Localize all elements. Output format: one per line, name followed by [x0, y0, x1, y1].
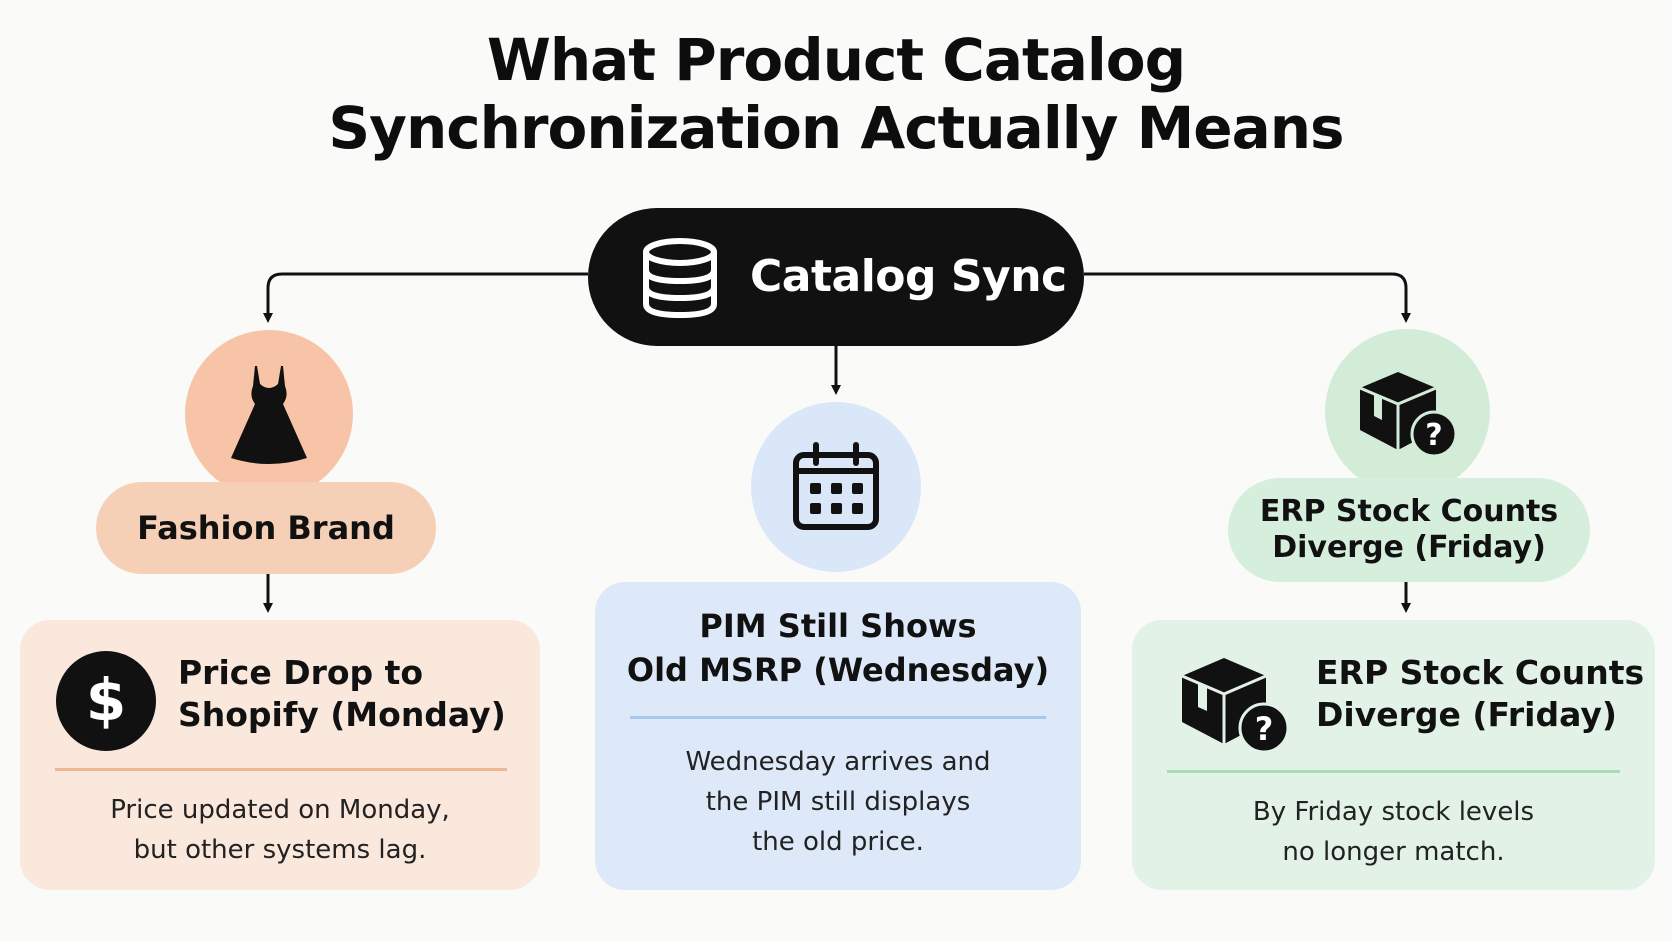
calendar-circle — [751, 402, 921, 572]
dress-icon — [231, 366, 307, 464]
arrow-hub-to-left — [263, 272, 588, 323]
svg-text:$: $ — [86, 666, 126, 734]
desc-line: Wednesday arrives and — [685, 747, 991, 777]
fashion-circle — [185, 330, 353, 498]
box-question-icon: ? — [1181, 658, 1290, 754]
hub-label: Catalog Sync — [750, 251, 1067, 302]
pill-line: Diverge (Friday) — [1272, 530, 1546, 565]
desc-line: no longer match. — [1282, 837, 1505, 867]
arrow-hub-to-right — [1084, 272, 1411, 323]
heading-line: Diverge (Friday) — [1316, 695, 1617, 734]
desc-line: the PIM still displays — [705, 787, 971, 817]
price-drop-card: $ Price Drop to Shopify (Monday) Price u… — [20, 620, 540, 890]
desc-line: but other systems lag. — [133, 835, 427, 865]
heading-line: PIM Still Shows — [699, 607, 977, 645]
heading-line: Old MSRP (Wednesday) — [626, 651, 1050, 689]
pim-description: Wednesday arrives and the PIM still disp… — [595, 742, 1081, 862]
title-line-2: Synchronization Actually Means — [328, 94, 1344, 162]
pim-card: PIM Still Shows Old MSRP (Wednesday) Wed… — [595, 582, 1081, 890]
price-drop-heading: Price Drop to Shopify (Monday) — [178, 652, 518, 736]
heading-line: Price Drop to — [178, 653, 424, 692]
heading-line: ERP Stock Counts — [1316, 653, 1645, 692]
desc-line: By Friday stock levels — [1252, 797, 1535, 827]
price-drop-description: Price updated on Monday, but other syste… — [20, 790, 540, 870]
desc-line: Price updated on Monday, — [110, 795, 450, 825]
erp-stock-card: ? ERP Stock Counts Diverge (Friday) By F… — [1132, 620, 1655, 890]
card-divider — [630, 716, 1046, 719]
catalog-sync-hub: Catalog Sync — [588, 208, 1084, 346]
dollar-icon: $ — [56, 651, 156, 751]
erp-stock-heading: ERP Stock Counts Diverge (Friday) — [1316, 652, 1646, 736]
stock-circle: ? — [1325, 329, 1490, 494]
calendar-icon — [793, 442, 879, 530]
erp-stock-description: By Friday stock levels no longer match. — [1132, 792, 1655, 872]
fashion-brand-pill: Fashion Brand — [96, 482, 436, 574]
pim-heading: PIM Still Shows Old MSRP (Wednesday) — [595, 604, 1081, 692]
card-divider — [55, 768, 507, 771]
desc-line: the old price. — [752, 827, 924, 857]
box-question-icon: ? — [1358, 371, 1457, 457]
heading-line: Shopify (Monday) — [178, 695, 506, 734]
svg-text:?: ? — [1425, 418, 1442, 453]
pill-line: ERP Stock Counts — [1259, 494, 1559, 529]
database-icon — [643, 238, 717, 319]
svg-text:?: ? — [1255, 710, 1274, 748]
erp-stock-pill: ERP Stock Counts Diverge (Friday) — [1228, 478, 1590, 582]
title-line-1: What Product Catalog — [486, 26, 1186, 94]
card-divider — [1167, 770, 1620, 773]
page-title: What Product Catalog Synchronization Act… — [0, 26, 1672, 162]
